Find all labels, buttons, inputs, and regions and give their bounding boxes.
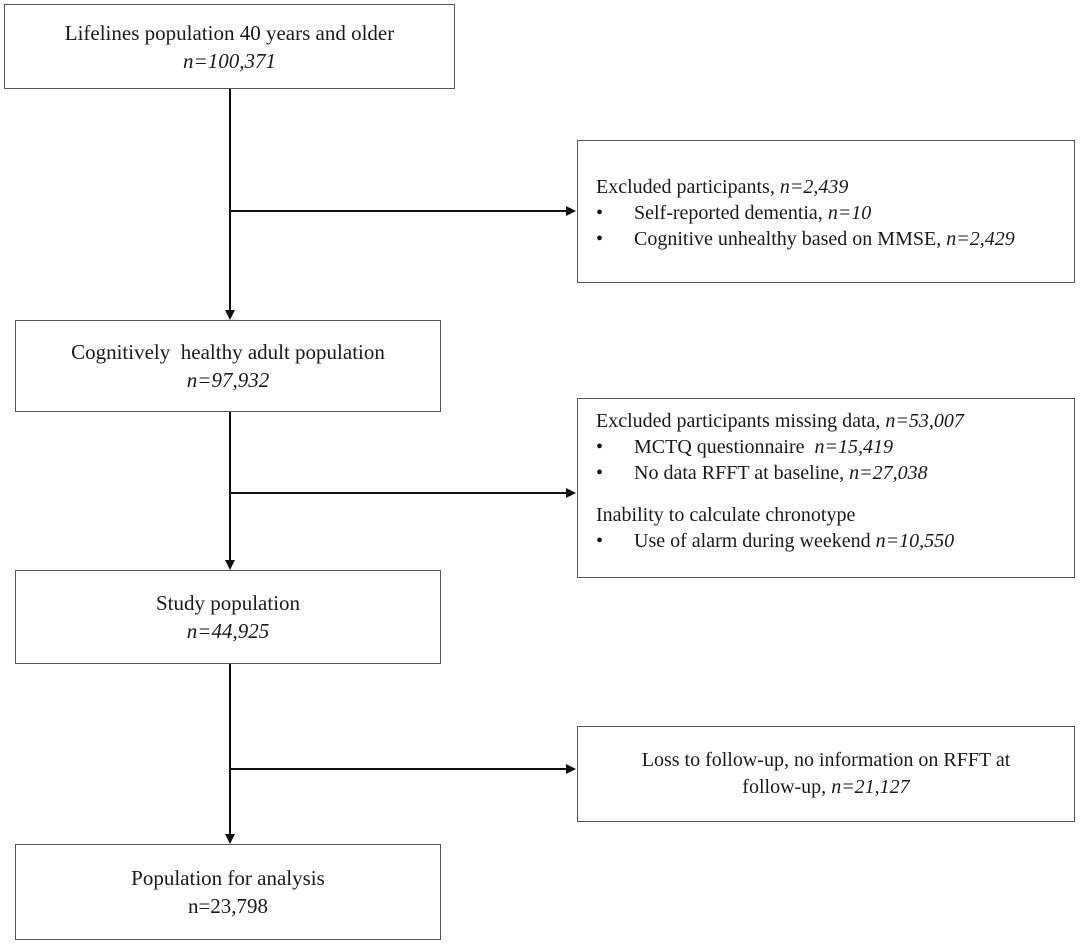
exclusion-item-count: n=10,550 bbox=[875, 530, 955, 552]
bullet: • bbox=[596, 202, 604, 224]
exclusion-item: • MCTQ questionnaire n=15,419 bbox=[596, 434, 1074, 460]
exclusion-heading-label: Excluded participants missing data, bbox=[596, 410, 886, 432]
loss-to-follow-up-count: n=21,127 bbox=[831, 776, 910, 798]
analysis-population-box: Population for analysis n=23,798 bbox=[15, 844, 441, 940]
exclusion-heading-label: Excluded participants, bbox=[596, 176, 780, 198]
exclusion-heading-count: n=2,439 bbox=[779, 176, 849, 198]
exclusion-item-label: MCTQ questionnaire bbox=[634, 436, 815, 458]
lifelines-population-count: n=100,371 bbox=[183, 48, 276, 73]
healthy-population-title: Cognitively healthy adult population bbox=[71, 340, 385, 364]
loss-to-follow-up-line2: follow-up, n=21,127 bbox=[578, 774, 1074, 801]
exclusion-item-label: No data RFFT at baseline, bbox=[634, 462, 850, 484]
exclusion-item: • Cognitive unhealthy based on MMSE, n=2… bbox=[596, 226, 1074, 252]
study-population-title: Study population bbox=[155, 591, 301, 615]
exclusion-heading-count: n=53,007 bbox=[885, 410, 964, 432]
exclusion-heading: Excluded participants missing data, n=53… bbox=[596, 408, 1074, 434]
exclusion-item-label: Self-reported dementia, bbox=[634, 202, 828, 224]
exclusion-item-label: Use of alarm during weekend bbox=[634, 530, 876, 552]
analysis-population-count: n=23,798 bbox=[187, 894, 269, 918]
exclusion-item: • Use of alarm during weekend n=10,550 bbox=[596, 528, 1074, 554]
lifelines-population-box: Lifelines population 40 years and older … bbox=[4, 4, 455, 89]
bullet: • bbox=[596, 436, 604, 458]
exclusion-box-dementia: Excluded participants, n=2,439 • Self-re… bbox=[577, 140, 1075, 283]
bullet: • bbox=[596, 228, 604, 250]
exclusion-box-loss-to-follow-up: Loss to follow-up, no information on RFF… bbox=[577, 726, 1075, 822]
exclusion-item-label: Cognitive unhealthy based on MMSE, bbox=[634, 228, 947, 250]
exclusion-item: • Self-reported dementia, n=10 bbox=[596, 200, 1074, 226]
exclusion-item-count: n=27,038 bbox=[849, 462, 928, 484]
lifelines-population-title: Lifelines population 40 years and older bbox=[64, 20, 395, 45]
study-population-count: n=44,925 bbox=[186, 619, 270, 643]
exclusion-item: • No data RFFT at baseline, n=27,038 bbox=[596, 460, 1074, 486]
exclusion-box-missing-data: Excluded participants missing data, n=53… bbox=[577, 398, 1075, 578]
analysis-population-title: Population for analysis bbox=[131, 866, 325, 890]
loss-to-follow-up-label: follow-up, bbox=[742, 776, 832, 798]
bullet: • bbox=[596, 530, 604, 552]
exclusion-subheading: Inability to calculate chronotype bbox=[596, 504, 856, 526]
bullet: • bbox=[596, 462, 604, 484]
exclusion-item-count: n=10 bbox=[827, 202, 872, 224]
healthy-population-box: Cognitively healthy adult population n=9… bbox=[15, 320, 441, 412]
exclusion-heading: Excluded participants, n=2,439 bbox=[596, 174, 1074, 200]
healthy-population-count: n=97,932 bbox=[186, 368, 270, 392]
exclusion-item-count: n=15,419 bbox=[814, 436, 894, 458]
loss-to-follow-up-line1: Loss to follow-up, no information on RFF… bbox=[641, 749, 1011, 771]
exclusion-item-count: n=2,429 bbox=[946, 228, 1015, 250]
study-population-box: Study population n=44,925 bbox=[15, 570, 441, 664]
